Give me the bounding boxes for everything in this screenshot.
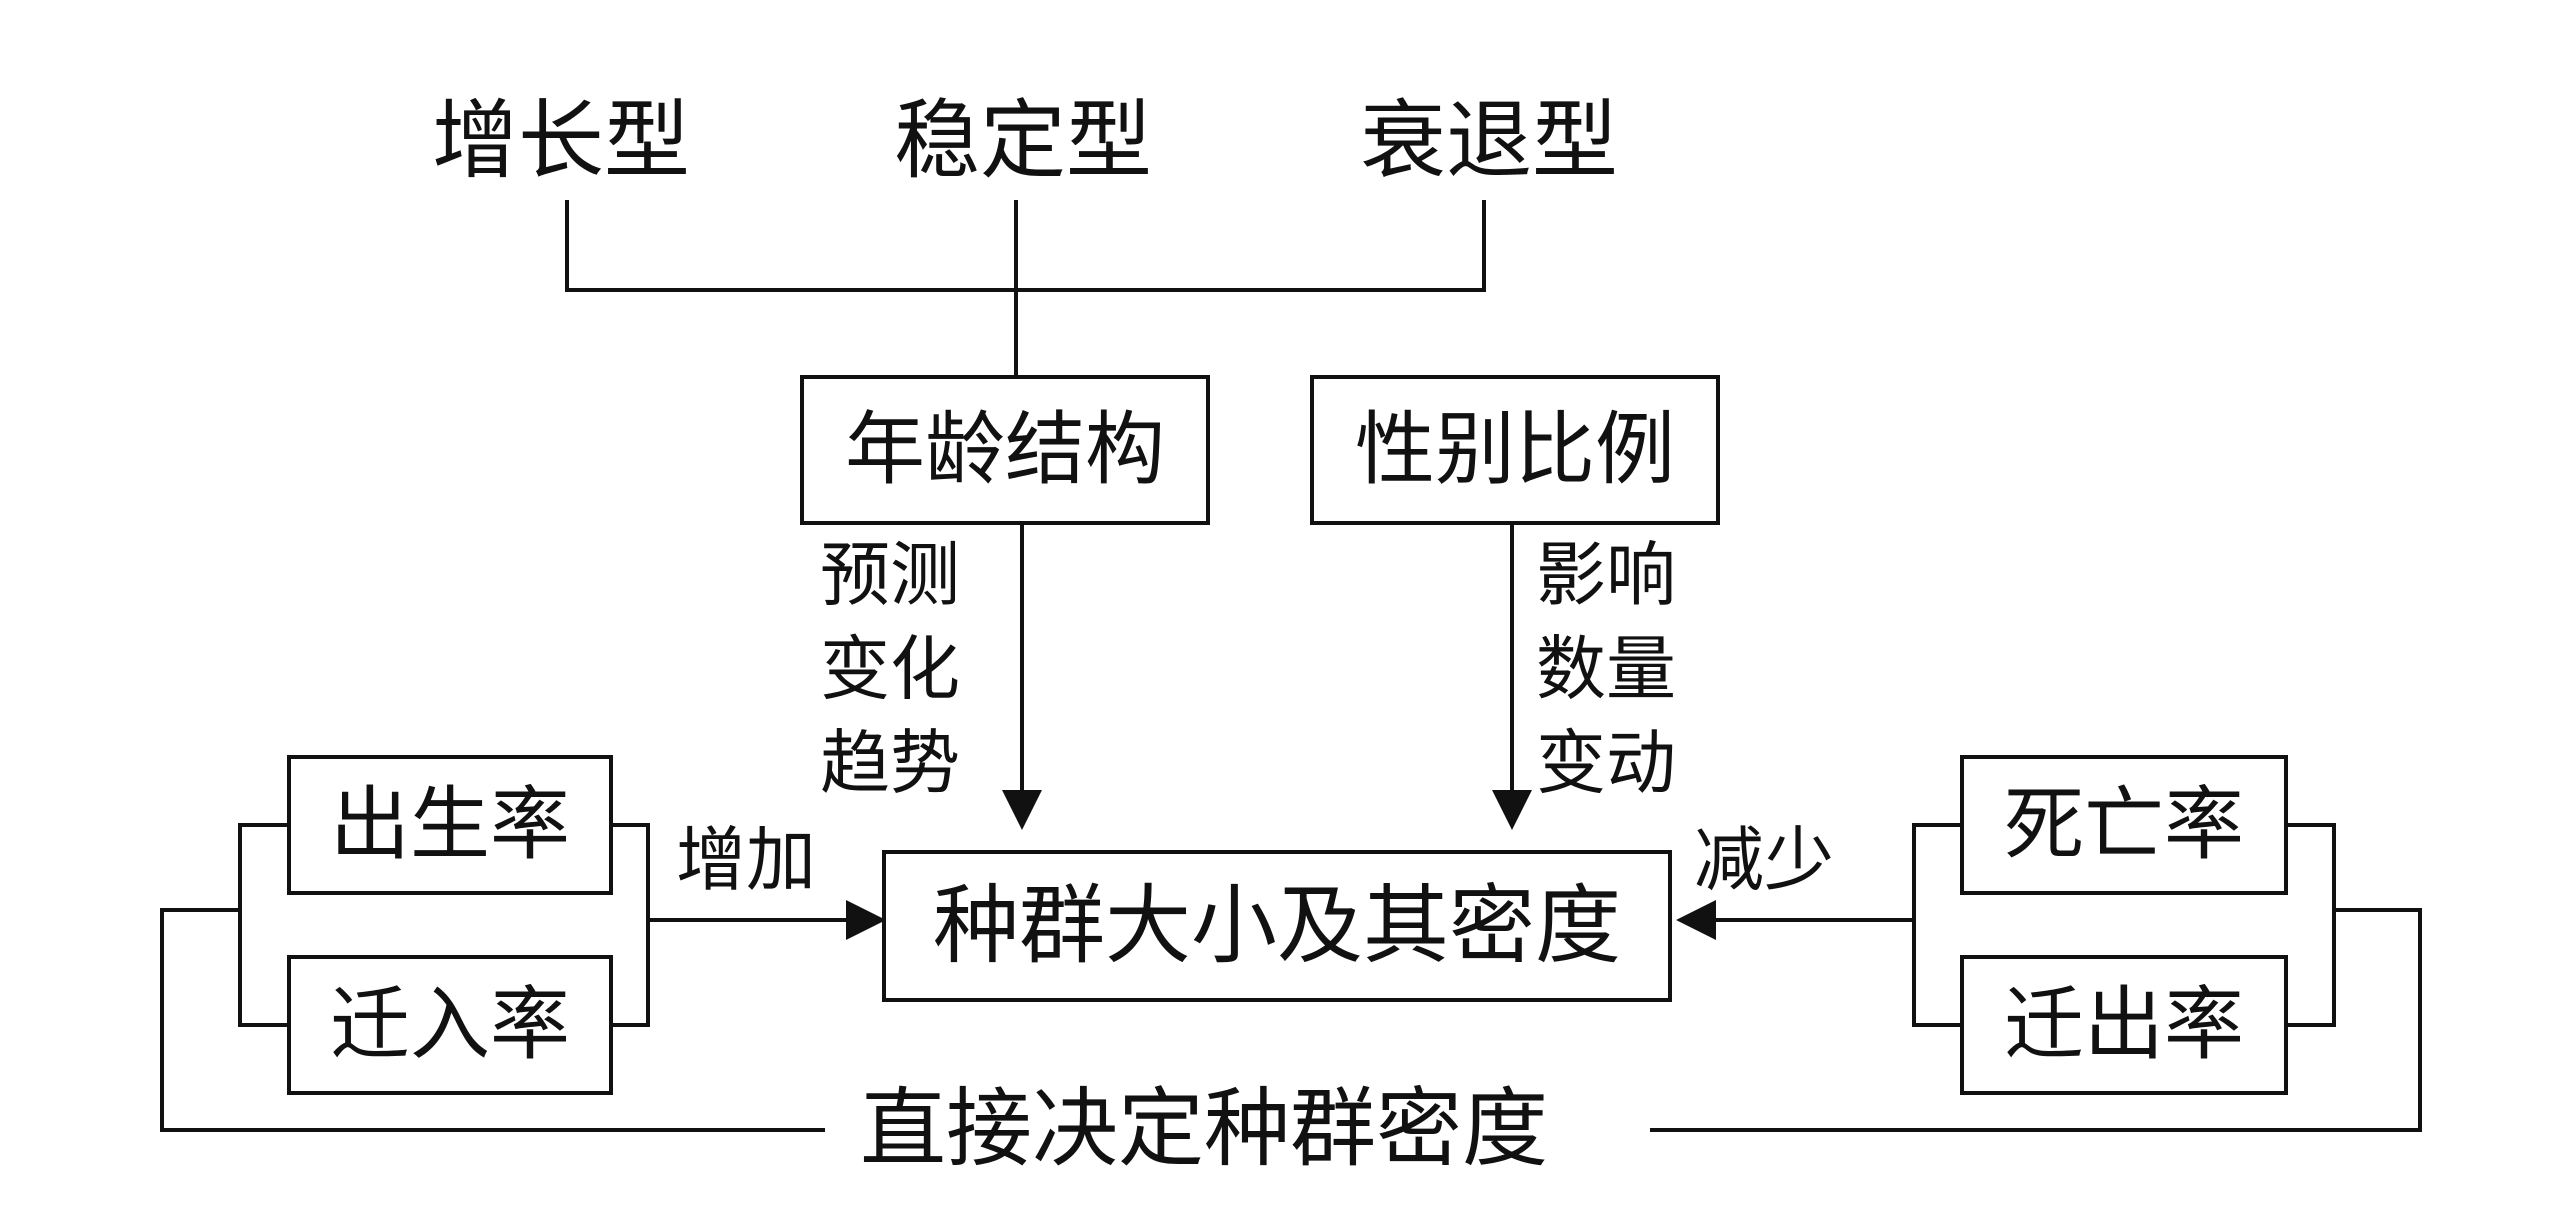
population-size-density-box: 种群大小及其密度 xyxy=(882,850,1672,1002)
right-inner-bracket-left xyxy=(1912,823,1960,1027)
left-inner-bracket-right xyxy=(613,823,650,1027)
decrease-label: 减少 xyxy=(1694,819,1834,901)
increase-label: 增加 xyxy=(676,819,816,901)
age-structure-box: 年龄结构 xyxy=(800,375,1210,525)
left-outer-line xyxy=(160,908,825,1132)
influence-change-annotation: 影响 数量 变动 xyxy=(1536,528,1676,810)
influence-line-2: 数量 xyxy=(1536,628,1676,710)
decline-type-label: 衰退型 xyxy=(1360,91,1618,191)
right-inner-bracket-right xyxy=(2288,823,2336,1027)
emigration-rate-box: 迁出率 xyxy=(1960,955,2288,1095)
immigration-rate-box: 迁入率 xyxy=(287,955,613,1095)
left-inner-bracket-left xyxy=(238,823,287,1027)
predict-line-3: 趋势 xyxy=(820,722,960,804)
predict-line-1: 预测 xyxy=(820,534,960,616)
right-outer-line xyxy=(1650,908,2422,1132)
birth-rate-box: 出生率 xyxy=(287,755,613,895)
growth-type-label: 增长型 xyxy=(432,91,690,191)
stable-type-label: 稳定型 xyxy=(894,91,1152,191)
sex-ratio-box: 性别比例 xyxy=(1310,375,1720,525)
influence-line-1: 影响 xyxy=(1536,534,1676,616)
influence-line-3: 变动 xyxy=(1536,722,1676,804)
direct-determine-label: 直接决定种群密度 xyxy=(836,1086,1572,1172)
death-rate-box: 死亡率 xyxy=(1960,755,2288,895)
predict-trend-annotation: 预测 变化 趋势 xyxy=(820,528,960,810)
predict-line-2: 变化 xyxy=(820,628,960,710)
